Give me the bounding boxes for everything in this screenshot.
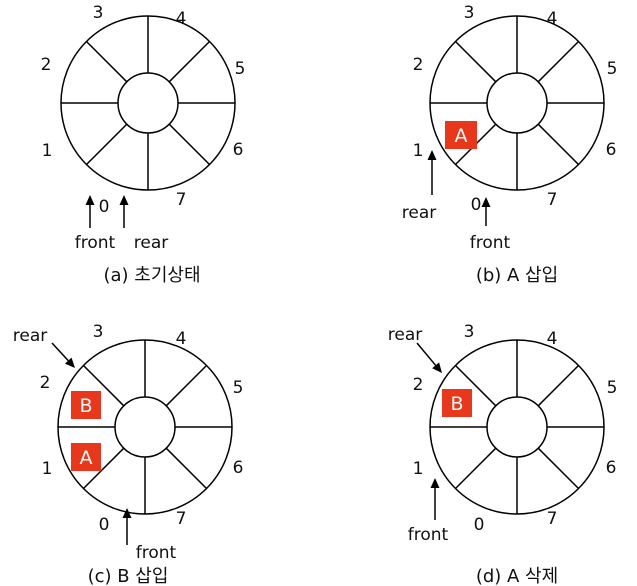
slot-divider xyxy=(85,40,128,83)
slot-divider xyxy=(168,40,211,83)
queue-ring xyxy=(57,339,233,515)
rear-pointer-label: rear xyxy=(402,203,436,223)
slot-divider xyxy=(454,364,497,407)
slot-divider xyxy=(537,447,580,490)
slot-index-1: 1 xyxy=(413,141,424,161)
slot-divider xyxy=(165,447,208,490)
queue-element-a: A xyxy=(71,443,101,471)
panel-caption: (a) 초기상태 xyxy=(103,265,200,286)
rear-pointer-arrow xyxy=(416,342,442,373)
rear-pointer-label: rear xyxy=(388,325,422,345)
slot-divider xyxy=(82,364,125,407)
slot-index-5: 5 xyxy=(233,378,244,398)
slot-divider xyxy=(454,447,497,490)
queue-ring xyxy=(60,15,236,191)
slot-index-5: 5 xyxy=(235,59,246,79)
slot-index-6: 6 xyxy=(233,140,244,160)
rear-pointer-arrow xyxy=(51,342,75,368)
slot-index-1: 1 xyxy=(42,141,53,161)
queue-element-a: A xyxy=(445,121,477,149)
rear-pointer-arrow xyxy=(119,195,129,228)
rear-pointer-label: rear xyxy=(13,326,47,346)
panel-caption: (b) A 삽입 xyxy=(476,265,558,286)
slot-index-5: 5 xyxy=(607,59,618,79)
queue-element-b: B xyxy=(71,391,101,419)
svg-text:B: B xyxy=(79,395,92,417)
slot-index-2: 2 xyxy=(41,55,52,75)
rear-pointer-arrow xyxy=(427,150,437,195)
slot-index-7: 7 xyxy=(176,190,187,210)
slot-index-0: 0 xyxy=(471,195,482,215)
panel-initial-state: 0 1 2 3 4 5 6 7 front rear (a) 초기상태 xyxy=(41,3,246,286)
front-pointer-label: front xyxy=(408,525,449,545)
slot-index-0: 0 xyxy=(99,197,110,217)
slot-index-3: 3 xyxy=(464,322,475,342)
front-pointer-label: front xyxy=(470,233,511,253)
svg-text:B: B xyxy=(450,393,463,415)
slot-divider xyxy=(537,364,580,407)
slot-divider xyxy=(537,40,580,83)
svg-text:A: A xyxy=(455,125,468,147)
slot-index-2: 2 xyxy=(413,375,424,395)
slot-index-6: 6 xyxy=(606,458,617,478)
slot-index-2: 2 xyxy=(40,373,51,393)
slot-index-3: 3 xyxy=(93,3,104,23)
slot-index-7: 7 xyxy=(547,190,558,210)
slot-index-4: 4 xyxy=(176,329,187,349)
slot-index-4: 4 xyxy=(547,9,558,29)
rear-pointer-label: rear xyxy=(134,233,168,253)
panel-caption: (c) B 삽입 xyxy=(88,566,169,586)
slot-index-1: 1 xyxy=(413,459,424,479)
slot-index-6: 6 xyxy=(606,140,617,160)
front-pointer-label: front xyxy=(136,543,177,563)
slot-divider xyxy=(168,123,211,166)
slot-index-3: 3 xyxy=(464,3,475,23)
front-pointer-arrow xyxy=(85,195,95,228)
slot-index-2: 2 xyxy=(413,55,424,75)
front-pointer-arrow xyxy=(430,478,440,520)
slot-index-7: 7 xyxy=(547,509,558,529)
front-pointer-arrow xyxy=(481,197,491,226)
slot-index-7: 7 xyxy=(176,509,187,529)
svg-text:A: A xyxy=(80,447,93,469)
front-pointer-arrow xyxy=(122,508,132,545)
slot-index-0: 0 xyxy=(474,515,485,535)
queue-ring xyxy=(429,15,605,191)
slot-index-6: 6 xyxy=(233,458,244,478)
slot-index-4: 4 xyxy=(176,9,187,29)
slot-divider xyxy=(165,364,208,407)
queue-element-b: B xyxy=(442,389,472,417)
slot-index-3: 3 xyxy=(93,322,104,342)
slot-index-1: 1 xyxy=(42,459,53,479)
slot-divider xyxy=(85,123,128,166)
slot-divider xyxy=(454,40,497,83)
front-pointer-label: front xyxy=(75,233,116,253)
slot-index-0: 0 xyxy=(99,515,110,535)
slot-divider xyxy=(82,447,125,490)
slot-divider xyxy=(537,123,580,166)
queue-ring xyxy=(429,339,605,515)
slot-index-4: 4 xyxy=(547,329,558,349)
slot-index-5: 5 xyxy=(607,378,618,398)
panel-caption: (d) A 삭제 xyxy=(476,566,558,586)
